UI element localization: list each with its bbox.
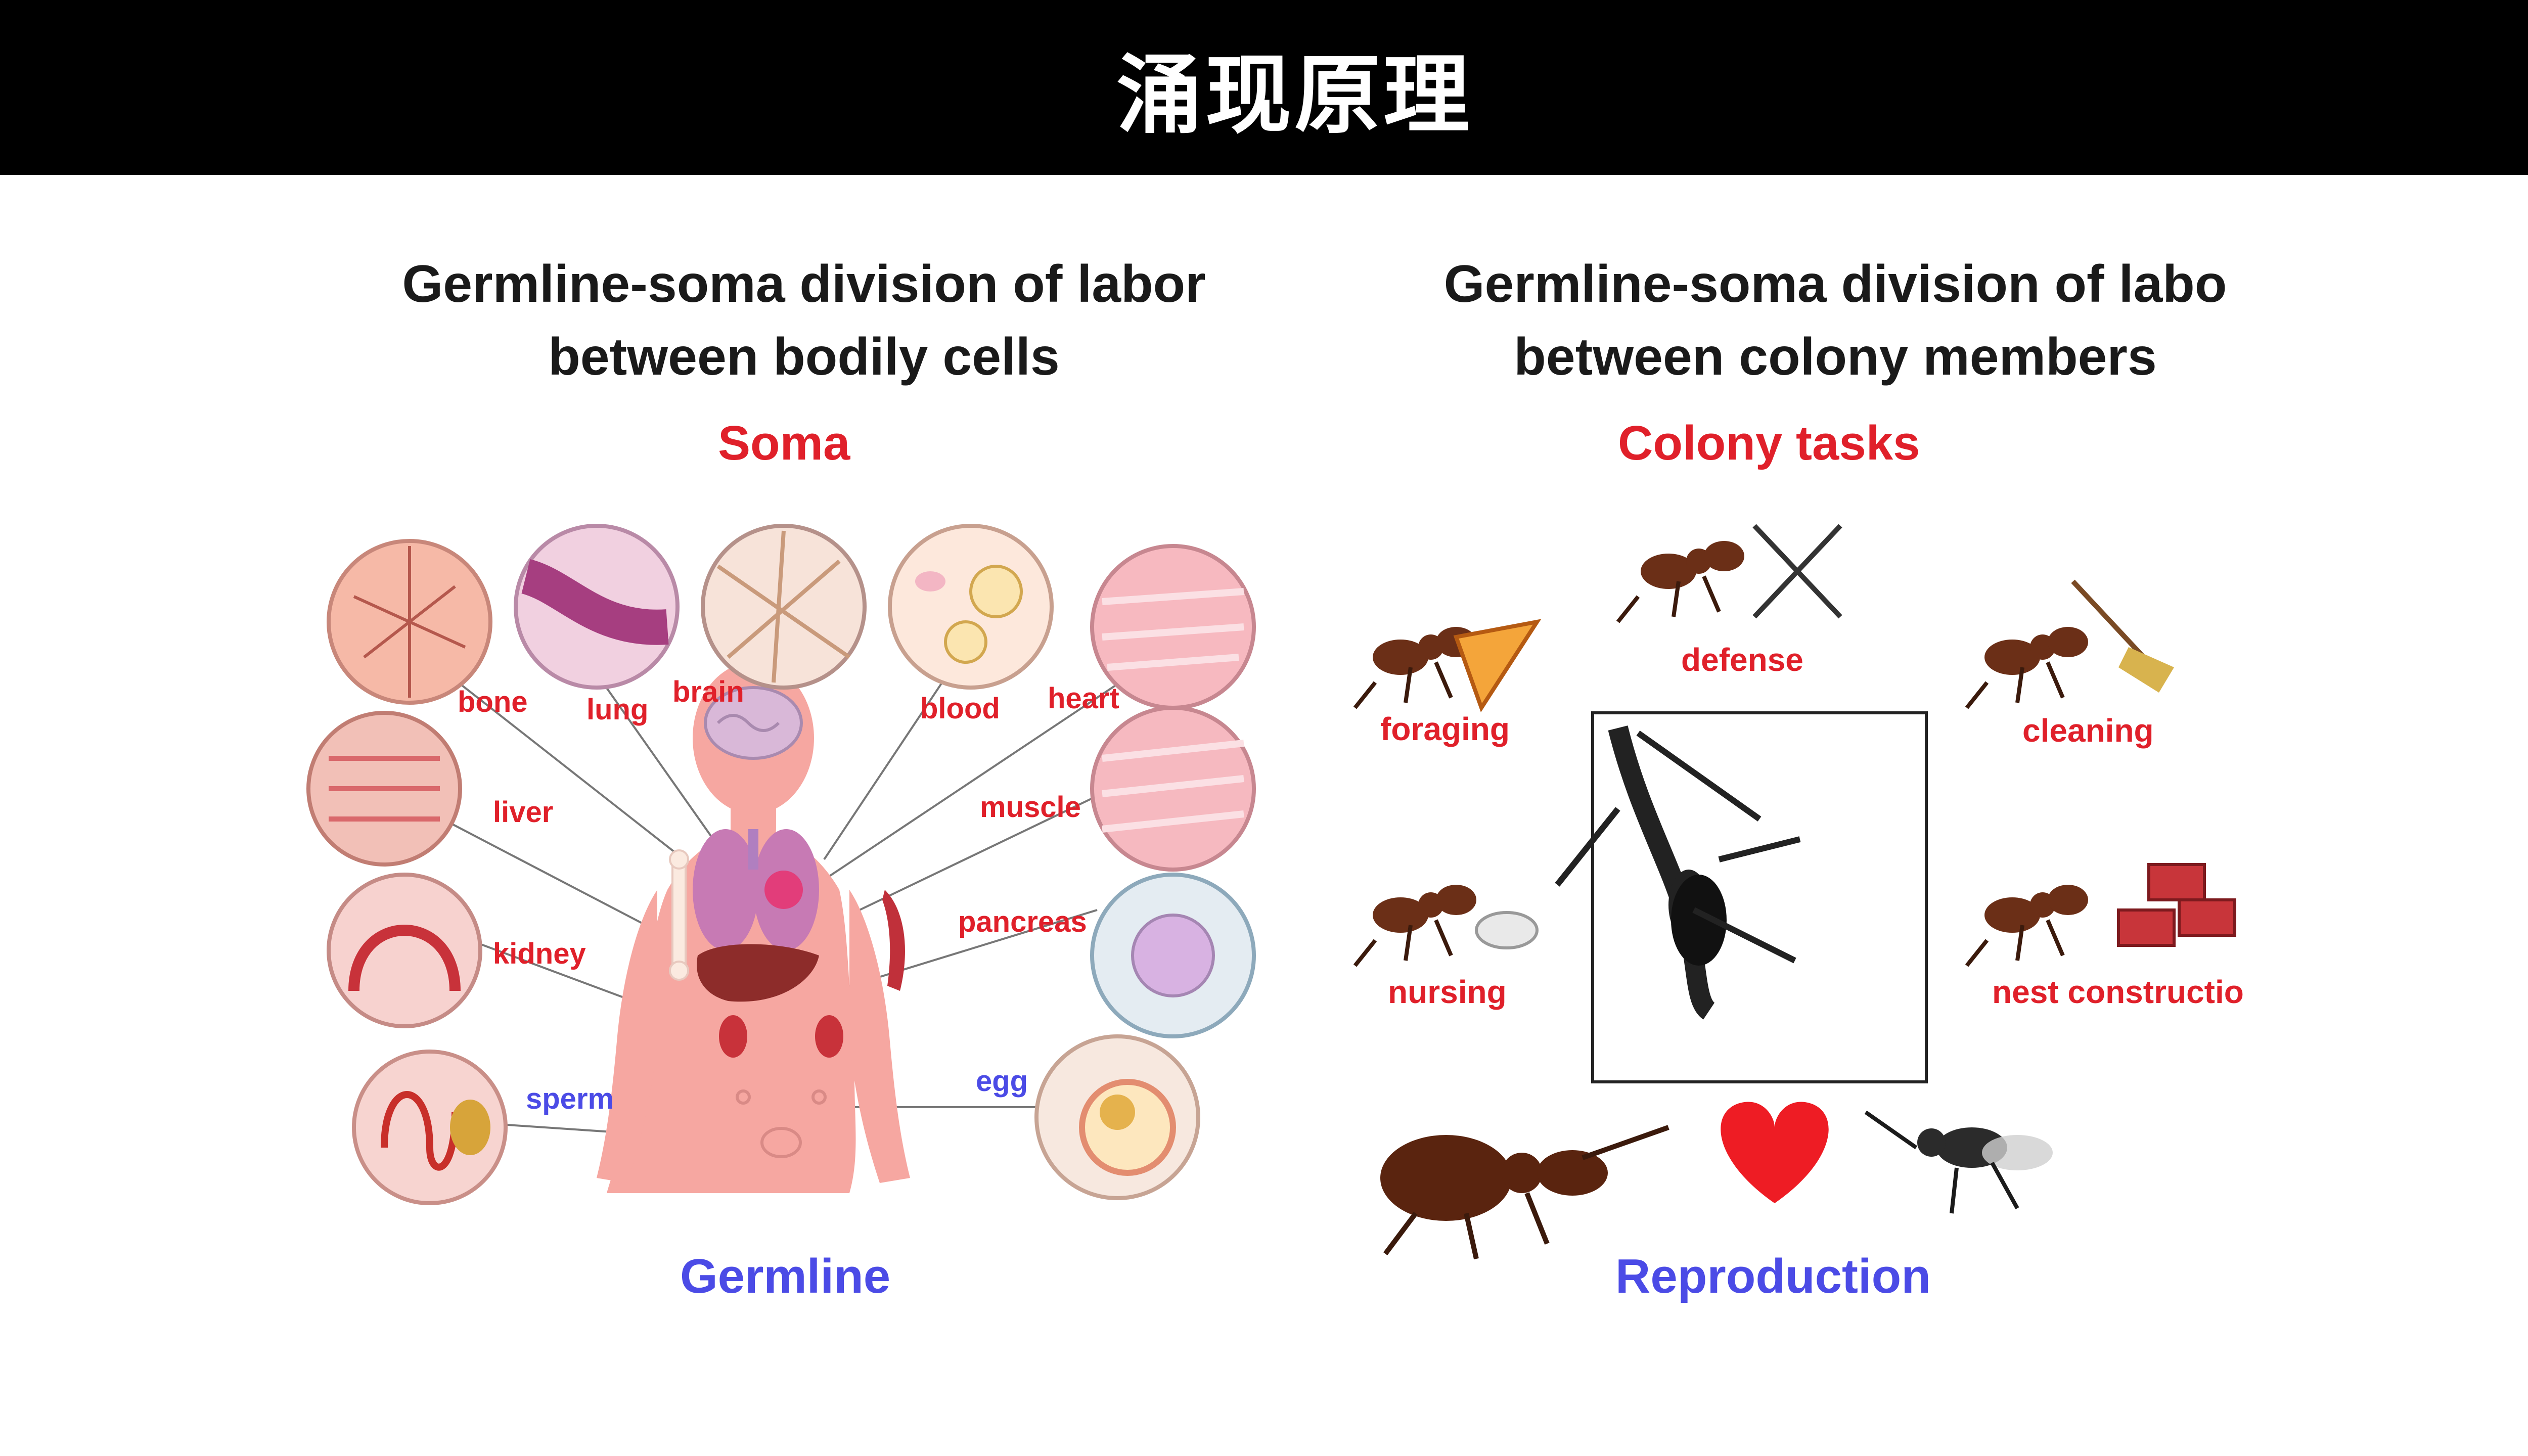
left-title-line1: Germline-soma division of labor xyxy=(402,255,1206,313)
cell-bone xyxy=(327,539,492,705)
cell-blood xyxy=(888,524,1054,690)
label-sperm: sperm xyxy=(526,1082,614,1115)
right-title-line1: Germline-soma division of labo xyxy=(1443,255,2227,313)
cell-liver xyxy=(306,711,462,867)
left-title-line2: between bodily cells xyxy=(548,328,1060,386)
soma-heading: Soma xyxy=(718,416,850,470)
queen-ant xyxy=(1380,1125,1669,1260)
brain-organ xyxy=(704,686,803,760)
spears-icon xyxy=(1752,524,1842,619)
reproduction-heading: Reproduction xyxy=(1615,1249,1931,1303)
label-nursing: nursing xyxy=(1388,974,1507,1010)
label-kidney: kidney xyxy=(493,937,586,970)
heart-icon xyxy=(1721,1102,1829,1203)
germline-heading: Germline xyxy=(680,1249,891,1303)
larva-icon xyxy=(1475,911,1539,949)
left-panel-title: Germline-soma division of labor between … xyxy=(324,248,1284,393)
broom-icon xyxy=(2071,579,2174,693)
label-egg: egg xyxy=(976,1065,1028,1098)
slide-title: 涌现原理 xyxy=(1116,44,1472,146)
label-lung: lung xyxy=(586,693,649,726)
label-brain: brain xyxy=(672,675,744,708)
label-liver: liver xyxy=(493,796,554,829)
cell-pancreas xyxy=(1090,873,1256,1038)
label-heart: heart xyxy=(1048,682,1119,715)
male-ant xyxy=(1864,1110,2053,1214)
right-title-line2: between colony members xyxy=(1514,328,2157,386)
gonads xyxy=(736,1089,827,1158)
pizza-icon xyxy=(1453,619,1542,712)
label-bone: bone xyxy=(458,686,528,718)
label-nest-construction: nest constructio xyxy=(1992,974,2244,1010)
cell-sperm xyxy=(352,1050,508,1205)
label-blood: blood xyxy=(920,692,1000,725)
right-panel-title: Germline-soma division of labo between c… xyxy=(1355,248,2316,393)
bricks-icon xyxy=(2117,863,2236,947)
bone-organ xyxy=(669,849,689,981)
label-cleaning: cleaning xyxy=(2022,712,2154,749)
label-foraging: foraging xyxy=(1380,711,1510,747)
muscle-organ xyxy=(882,890,905,991)
title-bar: 涌现原理 xyxy=(0,0,2528,175)
ant-nest-construction xyxy=(1965,885,2088,967)
cell-brain xyxy=(701,524,867,690)
colony-tasks-heading: Colony tasks xyxy=(1618,416,1920,470)
kidneys-organ xyxy=(719,1015,843,1058)
ant-nursing xyxy=(1353,885,1476,967)
ant-cleaning xyxy=(1965,627,2088,709)
cell-egg xyxy=(1034,1034,1200,1200)
label-muscle: muscle xyxy=(980,791,1081,824)
cell-lung xyxy=(514,524,680,690)
cell-muscle xyxy=(1090,706,1256,872)
label-pancreas: pancreas xyxy=(958,905,1087,938)
ant-defense xyxy=(1616,541,1744,623)
central-colony-box xyxy=(1555,711,1928,1083)
cell-kidney xyxy=(327,873,482,1028)
heart-organ xyxy=(764,871,803,909)
label-defense: defense xyxy=(1681,642,1803,678)
liver-organ xyxy=(697,944,819,1002)
